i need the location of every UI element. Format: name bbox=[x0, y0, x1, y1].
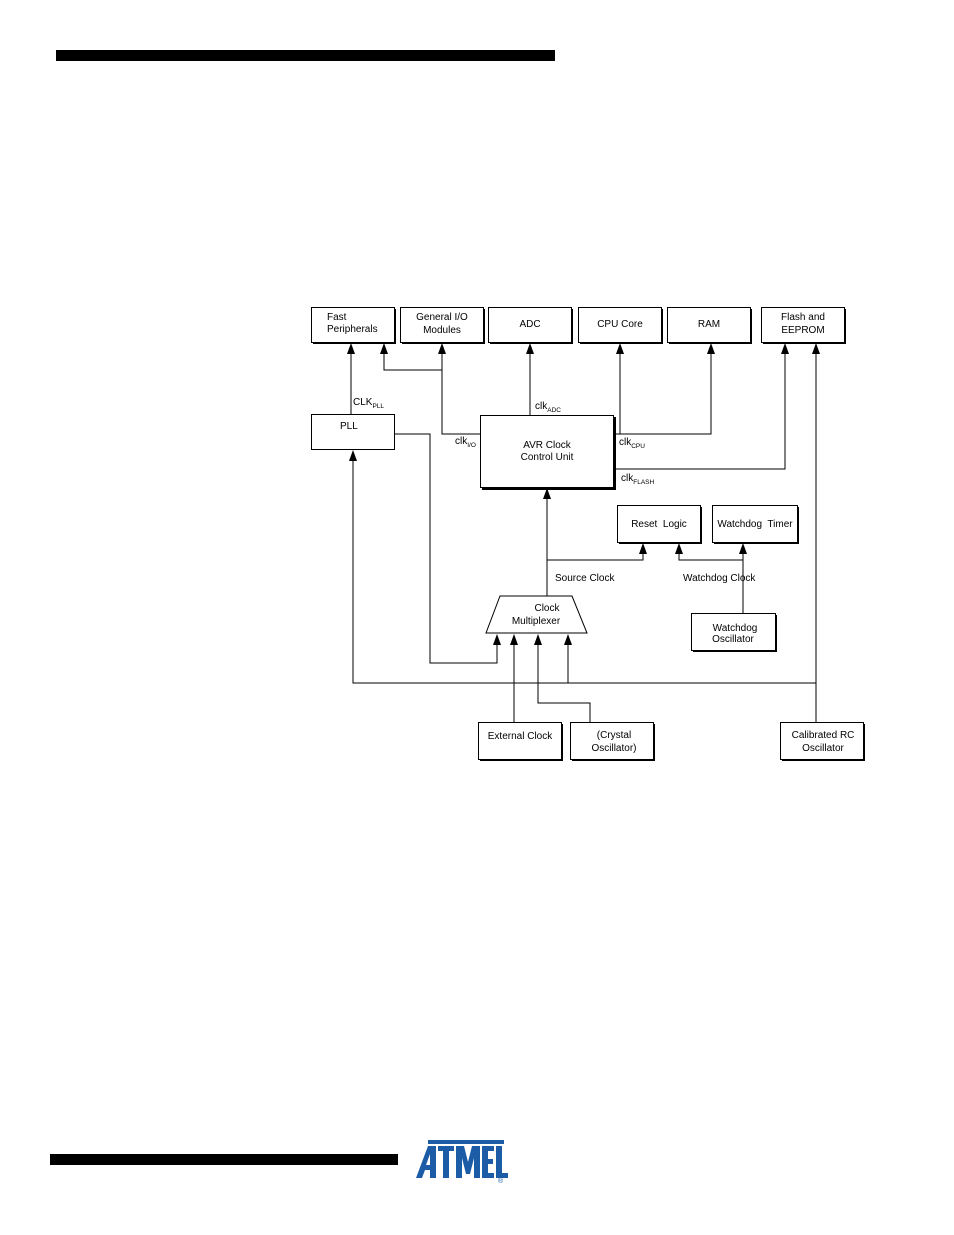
flash-eeprom-label-1: Flash and bbox=[781, 312, 825, 323]
flash-eeprom-block: Flash and EEPROM bbox=[761, 307, 846, 344]
flash-eeprom-label-2: EEPROM bbox=[781, 325, 824, 336]
ram-block: RAM bbox=[667, 307, 752, 344]
fast-peripherals-label-1: Fast bbox=[327, 312, 347, 323]
adc-block: ADC bbox=[488, 307, 573, 344]
crystal-oscillator-block: (Crystal Oscillator) bbox=[570, 722, 655, 761]
clock-mux-label-1: Clock bbox=[534, 603, 560, 614]
external-clock-label: External Clock bbox=[488, 731, 553, 742]
atmel-logo: ® bbox=[416, 1140, 508, 1184]
clk-flash-label: clkFLASH bbox=[621, 473, 654, 486]
cpu-core-block: CPU Core bbox=[578, 307, 663, 344]
crystal-osc-label-2: Oscillator) bbox=[591, 743, 636, 754]
fast-peripherals-block: Fast Peripherals bbox=[311, 307, 396, 344]
avr-clock-control-block: AVR Clock Control Unit bbox=[480, 415, 616, 490]
clk-io-label: clkI/O bbox=[455, 436, 476, 449]
watchdog-timer-label: Watchdog Timer bbox=[717, 519, 793, 530]
watchdog-oscillator-block: Watchdog Oscillator bbox=[691, 613, 777, 652]
general-io-block: General I/O Modules bbox=[400, 307, 485, 344]
crystal-osc-label-1: (Crystal bbox=[597, 730, 631, 741]
footer-rule bbox=[50, 1154, 398, 1165]
cpu-core-label: CPU Core bbox=[597, 319, 643, 330]
reset-logic-block: Reset Logic bbox=[617, 505, 702, 544]
watchdog-clock-label: Watchdog Clock bbox=[683, 573, 756, 584]
general-io-label-1: General I/O bbox=[416, 312, 468, 323]
arrowheads bbox=[347, 343, 820, 645]
adc-label: ADC bbox=[519, 319, 540, 330]
clk-pll-label: CLKPLL bbox=[353, 397, 384, 410]
avr-clock-label-1: AVR Clock bbox=[523, 440, 572, 451]
reset-logic-label: Reset Logic bbox=[631, 519, 687, 530]
watchdog-osc-label-2: Oscillator bbox=[712, 634, 754, 645]
watchdog-timer-block: Watchdog Timer bbox=[712, 505, 799, 544]
clk-cpu-label: clkCPU bbox=[619, 437, 645, 450]
calibrated-rc-label-1: Calibrated RC bbox=[792, 730, 855, 741]
clk-adc-label: clkADC bbox=[535, 401, 561, 414]
header-rule bbox=[56, 50, 555, 61]
avr-clock-label-2: Control Unit bbox=[521, 452, 574, 463]
general-io-label-2: Modules bbox=[423, 325, 461, 336]
source-clock-label: Source Clock bbox=[555, 573, 615, 584]
ram-label: RAM bbox=[698, 319, 720, 330]
watchdog-osc-label-1: Watchdog bbox=[713, 623, 758, 634]
clock-multiplexer-block: Clock Multiplexer bbox=[485, 595, 588, 634]
calibrated-rc-label-2: Oscillator bbox=[802, 743, 844, 754]
calibrated-rc-block: Calibrated RC Oscillator bbox=[780, 722, 865, 761]
pll-block: PLL bbox=[311, 414, 395, 450]
pll-label: PLL bbox=[340, 421, 358, 432]
registered-mark: ® bbox=[498, 1177, 504, 1184]
external-clock-block: External Clock bbox=[478, 722, 563, 761]
clock-mux-label-2: Multiplexer bbox=[512, 616, 561, 627]
fast-peripherals-label-2: Peripherals bbox=[327, 324, 378, 335]
